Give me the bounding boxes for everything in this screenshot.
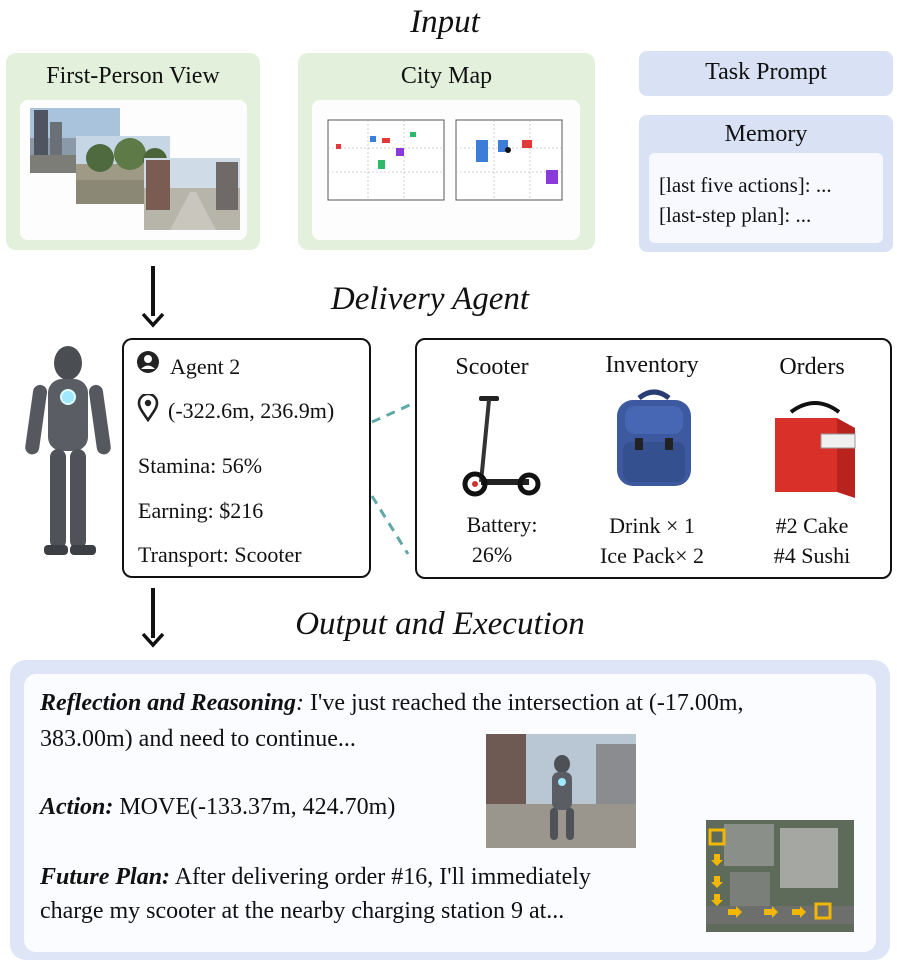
city-map-plot-2 — [455, 119, 563, 201]
inventory-title: Inventory — [605, 352, 699, 378]
inventory-item-1: Drink × 1 — [609, 513, 695, 538]
arrow-agent-to-output — [151, 588, 155, 638]
arrow-head-2 — [141, 632, 165, 648]
task-prompt-panel: Task Prompt — [639, 51, 893, 96]
plan-label: Future Plan: — [40, 864, 171, 890]
city-map-panel: City Map — [298, 53, 595, 250]
output-inner: Reflection and Reasoning: I've just reac… — [24, 674, 876, 952]
arrow-input-to-agent — [151, 266, 155, 316]
inventory-item-2: Ice Pack× 2 — [599, 543, 705, 568]
plan-line-1: Future Plan: After delivering order #16,… — [40, 860, 591, 894]
city-map-plot-1 — [327, 119, 445, 201]
input-section-title: Input — [410, 4, 480, 40]
memory-last-actions: [last five actions]: ... — [659, 173, 832, 197]
backpack-image — [617, 389, 691, 486]
output-panel: Reflection and Reasoning: I've just reac… — [10, 660, 890, 960]
fpv-label: First-Person View — [46, 63, 220, 89]
location-pin-icon — [137, 394, 159, 422]
reflection-line-1: Reflection and Reasoning: I've just reac… — [40, 686, 744, 720]
reflection-text-2: 383.00m) and need to continue... — [40, 726, 356, 752]
agent-transport: Transport: Scooter — [138, 542, 302, 567]
memory-last-plan: [last-step plan]: ... — [659, 203, 812, 227]
execution-street-image — [486, 734, 636, 848]
fpv-frames — [30, 108, 240, 230]
reflection-label: Reflection and Reasoning — [40, 690, 297, 716]
user-icon — [137, 351, 159, 373]
dashed-connectors — [370, 402, 413, 555]
city-map-label: City Map — [400, 63, 493, 89]
delivery-bag-image — [775, 401, 856, 498]
fpv-frame-3 — [144, 158, 240, 230]
action-text: MOVE(-133.37m, 424.70m) — [113, 794, 396, 820]
agent-info-box: Agent 2 (-322.6m, 236.9m) Stamina: 56% E… — [122, 338, 371, 578]
execution-aerial-map — [706, 820, 854, 932]
reflection-line-2: 383.00m) and need to continue... — [40, 722, 356, 756]
task-prompt-label: Task Prompt — [705, 59, 827, 85]
memory-inner: [last five actions]: ... [last-step plan… — [649, 153, 883, 243]
plan-line-2: charge my scooter at the nearby charging… — [40, 894, 564, 928]
agent-earning: Earning: $216 — [138, 498, 264, 523]
battery-label: Battery: — [466, 512, 538, 537]
agent-position: (-322.6m, 236.9m) — [168, 398, 335, 423]
arrow-head-1 — [141, 312, 165, 328]
action-label: Action: — [40, 794, 114, 820]
reflection-colon: : — [296, 690, 305, 716]
city-map-plots — [327, 119, 563, 201]
scooter-image — [462, 396, 541, 497]
agent-section-title: Delivery Agent — [330, 281, 530, 317]
plan-text-1: After delivering order #16, I'll immedia… — [170, 864, 591, 890]
reflection-text-1: I've just reached the intersection at (-… — [304, 690, 744, 716]
plan-text-2: charge my scooter at the nearby charging… — [40, 898, 565, 924]
orders-title: Orders — [779, 354, 845, 380]
action-line: Action: MOVE(-133.37m, 424.70m) — [40, 790, 395, 824]
battery-value: 26% — [471, 542, 513, 567]
order-1: #2 Cake — [775, 513, 849, 538]
memory-panel: Memory [last five actions]: ... [last-st… — [639, 115, 893, 252]
status-box: Scooter Battery: 26% Inventory Drink × 1… — [415, 338, 892, 579]
fpv-inner — [20, 100, 247, 240]
output-section-title: Output and Execution — [295, 606, 585, 642]
agent-stamina: Stamina: 56% — [138, 453, 263, 478]
agent-name: Agent 2 — [170, 354, 241, 379]
order-2: #4 Sushi — [773, 543, 851, 568]
scooter-title: Scooter — [455, 354, 529, 380]
fpv-panel: First-Person View — [6, 53, 260, 250]
agent-robot-figure — [25, 346, 111, 555]
city-map-inner — [312, 100, 580, 240]
memory-label: Memory — [724, 121, 808, 147]
